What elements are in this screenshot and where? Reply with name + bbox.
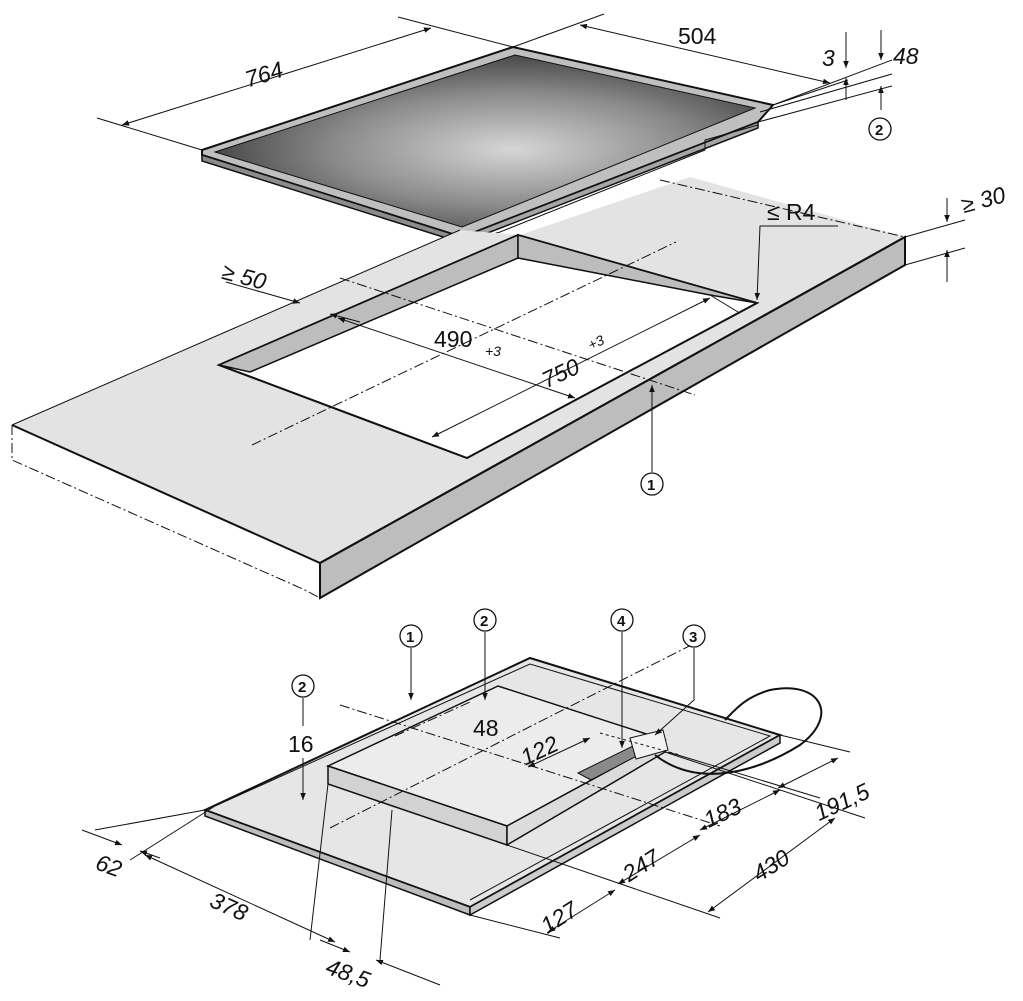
dim-min-30: ≥ 30 (958, 181, 1008, 218)
dim-bottom-48: 48 (473, 715, 499, 741)
callout-1-bottom (399, 624, 423, 648)
dim-378: 378 (206, 887, 252, 926)
dim-62: 62 (92, 849, 125, 882)
callout-2-bottom-left (291, 674, 315, 698)
dim-764: 764 (242, 56, 286, 92)
dim-750-tol: +3 (585, 332, 606, 353)
callout-2-top (868, 117, 892, 141)
callout-1-mid-label: 1 (647, 477, 655, 494)
callout-4-label: 4 (617, 613, 626, 630)
dim-504: 504 (678, 23, 717, 49)
dim-490-tol: +3 (485, 343, 501, 359)
dim-bottom-16: 16 (288, 731, 314, 757)
dim-127: 127 (536, 896, 583, 939)
callout-3 (682, 624, 706, 648)
dim-48: 48 (893, 43, 919, 69)
dim-min-50: ≥ 50 (219, 258, 269, 295)
callout-3-label: 3 (689, 629, 697, 646)
dim-48-5: 48,5 (323, 953, 374, 993)
callout-4 (610, 608, 634, 632)
callout-2-bottom-mid (473, 608, 497, 632)
countertop (11, 177, 906, 600)
callout-2-bottom-left-label: 2 (298, 679, 306, 696)
callout-2-bottom-mid-label: 2 (480, 613, 488, 630)
callout-1-mid (640, 472, 664, 496)
callout-2-top-label: 2 (875, 122, 883, 139)
dim-191-5: 191,5 (810, 778, 873, 826)
hob-top-view (201, 45, 775, 245)
top-dimensions: 764 504 3 48 2 (96, 13, 919, 151)
dim-430: 430 (748, 844, 794, 886)
dim-490: 490 (434, 326, 472, 352)
dim-r4: ≤ R4 (767, 199, 816, 225)
dim-3: 3 (822, 45, 835, 71)
hob-underside (202, 637, 823, 917)
callout-1-bottom-label: 1 (406, 629, 414, 646)
